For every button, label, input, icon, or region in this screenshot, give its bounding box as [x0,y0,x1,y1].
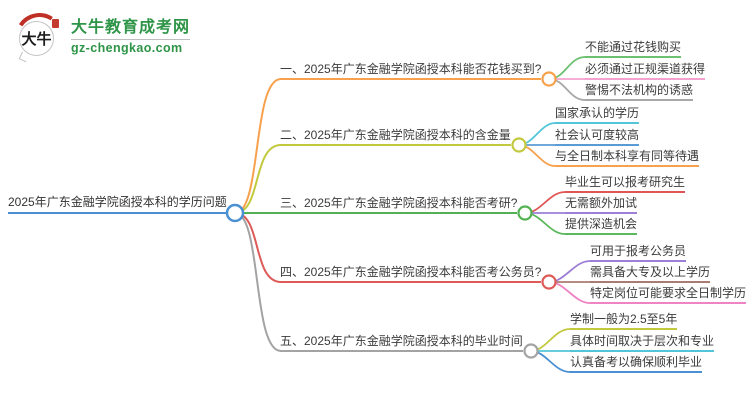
site-logo: 大牛 大牛教育成考网 gz-chengkao.com [10,8,191,67]
site-name: 大牛教育成考网 [71,19,191,36]
branch-1-title[interactable]: 一、2025年广东金融学院函授本科能否花钱买到? [280,60,541,80]
branch-1-connector [234,78,282,214]
branch-3-node-handle[interactable] [517,205,533,221]
branch-1-child-3-connector [548,78,586,101]
branch-2-child-3-connector [518,144,556,167]
branch-2-title[interactable]: 二、2025年广东金融学院函授本科的含金量 [280,126,511,146]
branch-4-child-2[interactable]: 需具备大专及以上学历 [590,263,711,283]
branch-3-child-1-connector [524,191,566,214]
site-url: gz-chengkao.com [71,39,191,55]
branch-2-connector [234,144,282,214]
branch-1-child-2[interactable]: 必须通过正规渠道获得 [585,60,706,80]
branch-4-child-3[interactable]: 特定岗位可能要求全日制学历 [590,284,747,304]
logo-badge: 大牛 [10,8,69,67]
branch-3-title[interactable]: 三、2025年广东金融学院函授本科能否考研? [280,194,517,214]
branch-5-child-2[interactable]: 具体时间取决于层次和专业 [570,332,715,352]
branch-1-child-1[interactable]: 不能通过花钱购买 [585,38,682,58]
branch-5-node-handle[interactable] [523,343,539,359]
branch-1-node-handle[interactable] [541,71,557,87]
branch-4-title[interactable]: 四、2025年广东金融学院函授本科能否考公务员? [280,263,541,283]
branch-4-node-handle[interactable] [541,274,557,290]
branch-2-child-1[interactable]: 国家承认的学历 [555,104,640,124]
branch-5-child-3-connector [530,350,571,373]
central-topic[interactable]: 2025年广东金融学院函授本科的学历问题 [8,192,227,214]
branch-3-child-1[interactable]: 毕业生可以报考研究生 [565,173,686,193]
branch-2-node-handle[interactable] [511,137,527,153]
branch-3-child-3-connector [524,212,566,235]
logo-badge-text: 大牛 [19,21,54,56]
logo-seal-icon [52,19,59,28]
branch-5-child-1[interactable]: 学制一般为2.5至5年 [570,310,678,330]
branch-3-child-3[interactable]: 提供深造机会 [565,215,638,235]
branch-4-connector [234,212,282,283]
branch-5-child-3[interactable]: 认真备考以确保顺利毕业 [570,353,703,373]
branch-3-child-2[interactable]: 无需额外加试 [565,194,638,214]
branch-5-title[interactable]: 五、2025年广东金融学院函授本科的毕业时间 [280,332,523,352]
central-node-handle[interactable] [225,203,245,223]
branch-5-child-1-connector [530,328,571,352]
branch-4-child-3-connector [548,281,591,304]
branch-1-child-1-connector [548,56,586,80]
logo-text-block: 大牛教育成考网 gz-chengkao.com [71,12,191,55]
branch-4-child-1-connector [548,260,591,283]
branch-2-child-2[interactable]: 社会认可度较高 [555,126,640,146]
branch-2-child-1-connector [518,122,556,146]
logo-badge-characters: 大牛 [21,30,52,48]
branch-2-child-3[interactable]: 与全日制本科享有同等待遇 [555,147,700,167]
branch-1-child-3[interactable]: 警惕不法机构的诱惑 [585,81,694,101]
branch-5-connector [234,212,282,352]
branch-4-child-1[interactable]: 可用于报考公务员 [590,242,687,262]
